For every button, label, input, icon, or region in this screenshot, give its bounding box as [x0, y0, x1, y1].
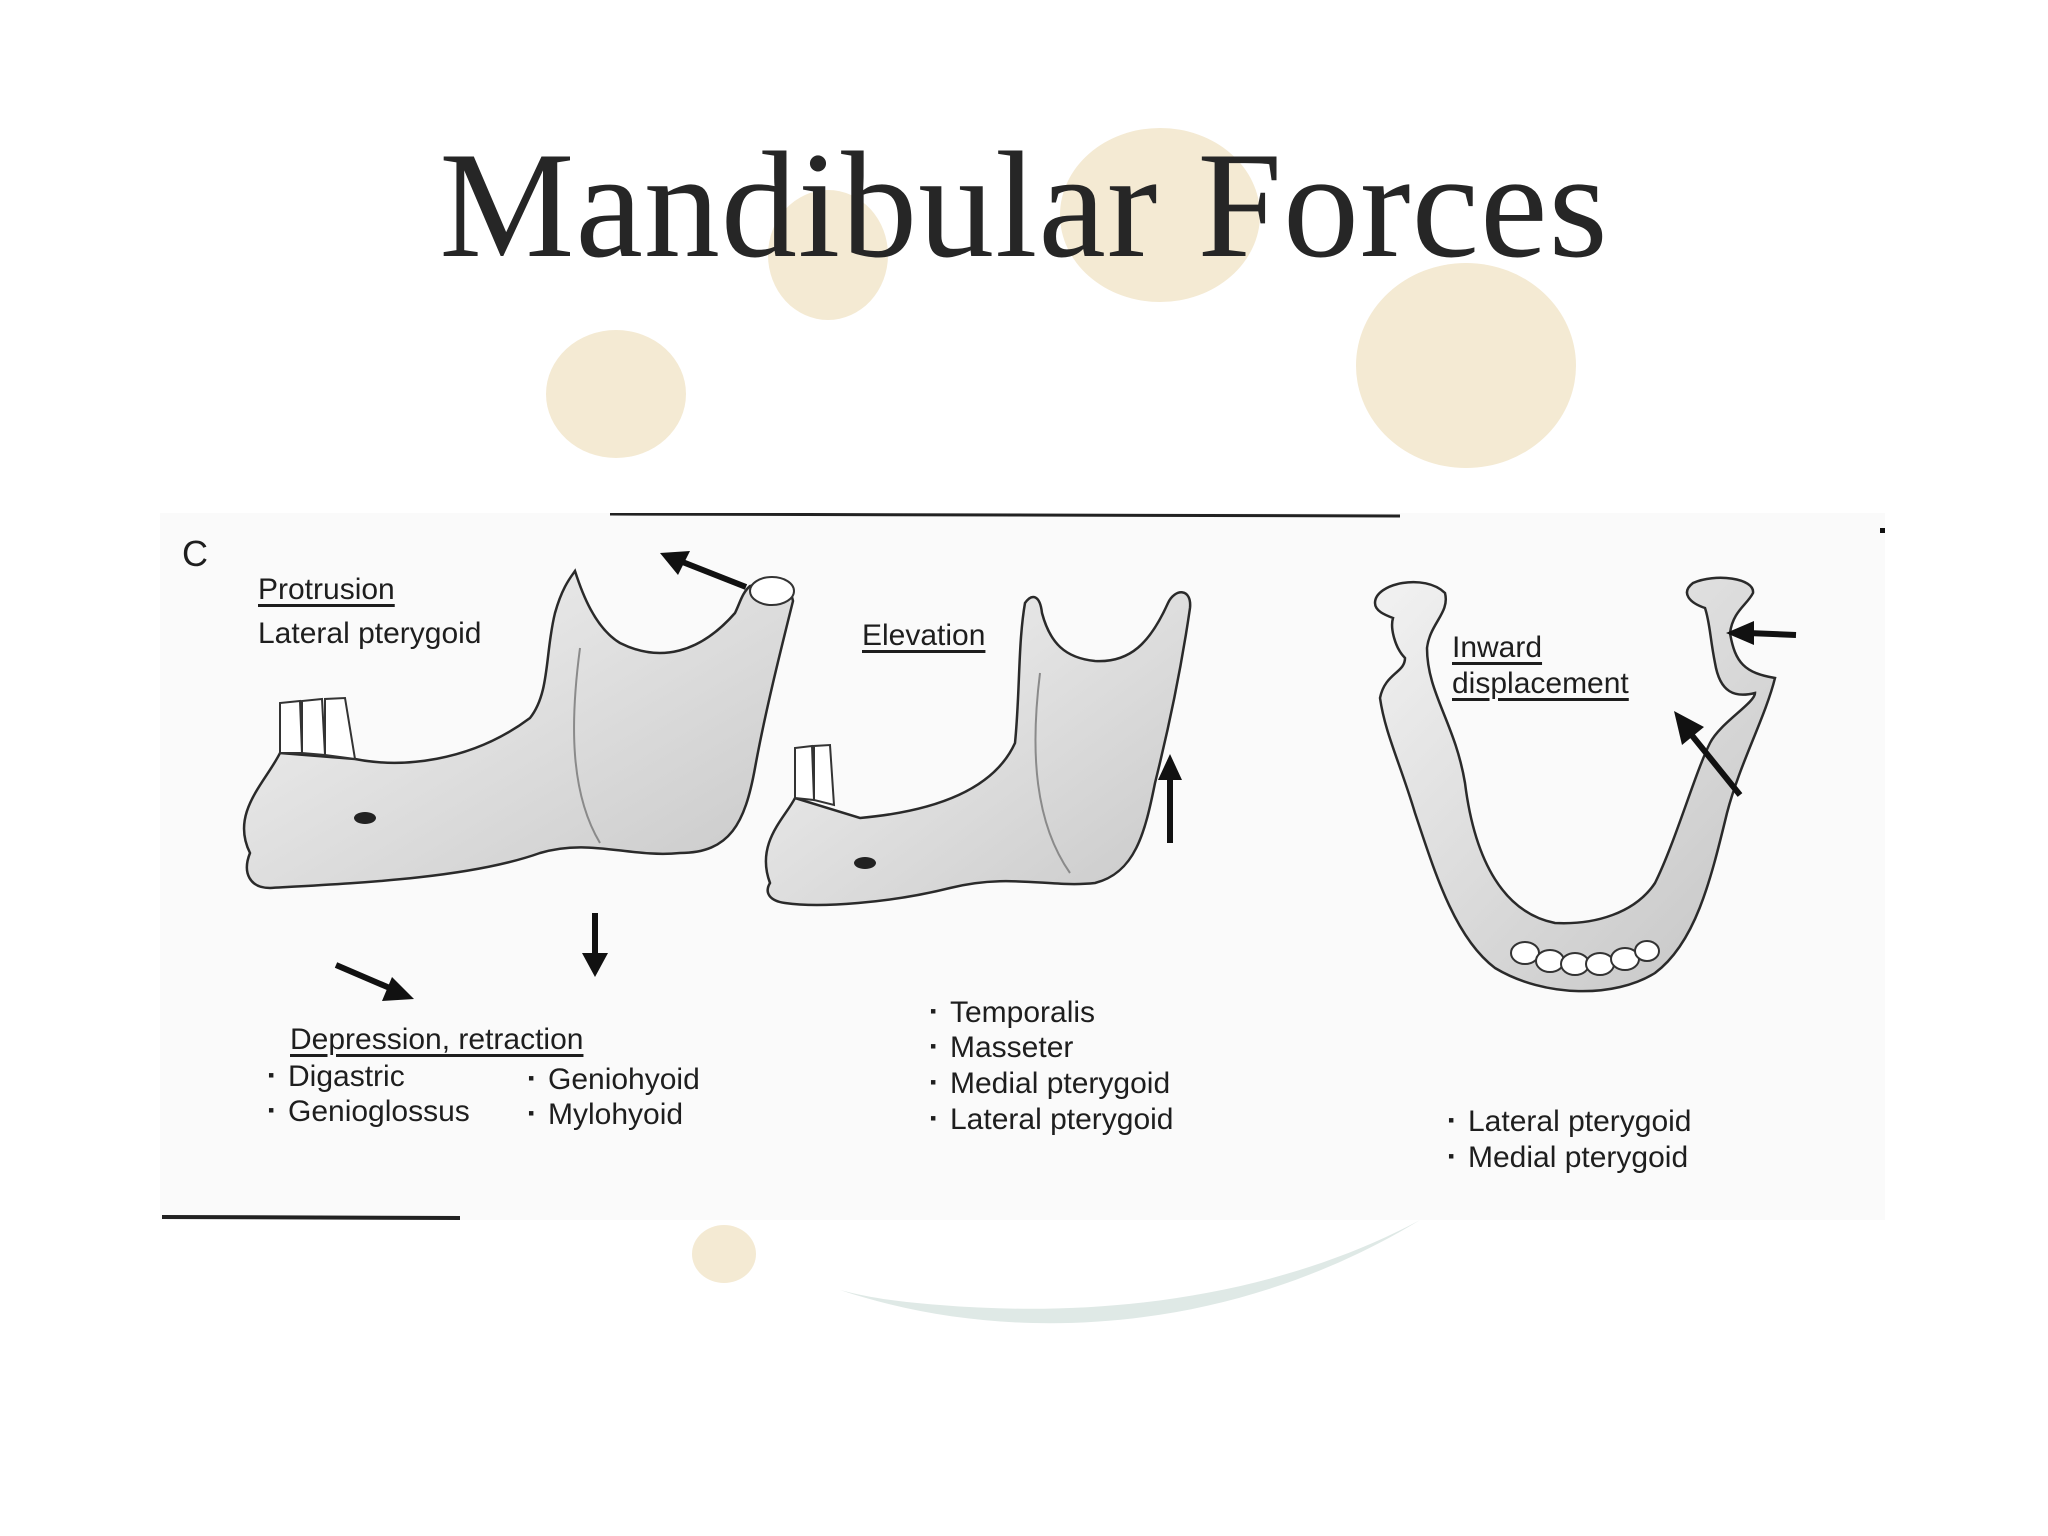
elevation-muscle: Temporalis: [930, 996, 1095, 1030]
elevation-muscle: Masseter: [930, 1031, 1073, 1065]
inward-muscle: Medial pterygoid: [1448, 1141, 1688, 1175]
depression-muscle: Digastric: [268, 1060, 405, 1094]
elevation-muscle: Lateral pterygoid: [930, 1103, 1173, 1137]
inward-arrow-lower: [1674, 711, 1743, 797]
depression-muscle: Mylohyoid: [528, 1098, 683, 1132]
elevation-arrow: [1158, 754, 1182, 843]
decorative-swoosh: [840, 1220, 1420, 1324]
protrusion-arrow: [660, 551, 748, 590]
depression-heading: Depression, retraction: [290, 1023, 584, 1056]
elevation-muscle: Medial pterygoid: [930, 1067, 1170, 1101]
retraction-arrow: [334, 962, 414, 1001]
depression-arrow: [582, 913, 608, 977]
inward-heading-line1: Inward: [1452, 631, 1543, 664]
elevation-heading: Elevation: [862, 619, 986, 652]
protrusion-heading: Protrusion: [258, 573, 395, 606]
inward-arrow-upper: [1726, 621, 1797, 645]
inward-heading-line2: displacement: [1452, 667, 1629, 700]
decorative-circle: [768, 190, 888, 320]
protrusion-muscle: Lateral pterygoid: [258, 617, 482, 650]
mandible-lateral-view-2: [764, 591, 1192, 907]
mandible-superior-view: [1373, 576, 1777, 993]
depression-muscle: Genioglossus: [268, 1095, 470, 1129]
decorative-circle: [546, 330, 686, 458]
mandible-figure: C: [160, 513, 1885, 1220]
decorative-circle: [1060, 128, 1260, 302]
decorative-circle: [692, 1225, 756, 1283]
decorative-circle: [1356, 263, 1576, 468]
inward-muscle: Lateral pterygoid: [1448, 1105, 1691, 1139]
figure-border-lines: [161, 513, 1885, 1220]
slide-title: Mandibular Forces: [439, 121, 1609, 289]
panel-letter: C: [182, 533, 208, 574]
depression-muscle: Geniohyoid: [528, 1063, 700, 1097]
mandible-lateral-view-1: [242, 568, 795, 890]
